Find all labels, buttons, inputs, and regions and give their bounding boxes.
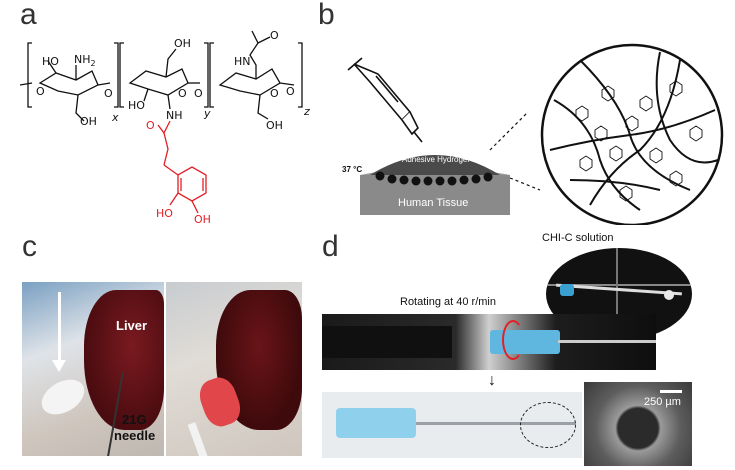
rotation-arrow-icon xyxy=(502,320,524,360)
polymer-network-zoom xyxy=(540,43,724,225)
down-arrow-icon: ↓ xyxy=(488,372,496,389)
rotating-needle-photo xyxy=(322,314,656,370)
link-o-label-1: O xyxy=(104,87,113,100)
chi-c-solution-label: CHI-C solution xyxy=(542,232,614,244)
tip-zoom-ellipse xyxy=(520,402,576,448)
sem-image: 250 µm xyxy=(584,382,692,466)
temperature-label: 37 °C xyxy=(342,165,362,174)
rotation-label: Rotating at 40 r/min xyxy=(400,296,496,308)
needle-label-line2: needle xyxy=(114,428,156,443)
liver-label: Liver xyxy=(116,318,148,333)
swab-stick xyxy=(187,422,213,456)
ho-label-1: HO xyxy=(42,55,59,68)
end-o-label: O xyxy=(286,85,295,98)
ring1-o-label: O xyxy=(36,85,45,98)
acetyl-o-label: O xyxy=(270,29,279,42)
liver-photo-left: Liver 21G needle xyxy=(22,282,164,456)
panel-c-letter: c xyxy=(22,230,37,263)
oh-label-1: OH xyxy=(80,115,97,128)
ho-label-2: HO xyxy=(128,99,145,112)
chitosan-catechol-structure: HO NH2 O O OH x OH O HO NH y O O HN O OH… xyxy=(19,29,310,226)
needle-photo xyxy=(322,392,582,458)
hydrogel-label: Adhesive Hydrogel xyxy=(402,155,469,164)
panel-b-letter: b xyxy=(318,0,335,31)
nh-label-2: NH xyxy=(166,109,183,122)
panel-d-letter: d xyxy=(322,230,339,263)
arrow-icon xyxy=(58,292,61,364)
solution-droplet xyxy=(664,290,674,300)
link-o-label-2: O xyxy=(194,87,203,100)
tissue-label: Human Tissue xyxy=(398,197,468,209)
hn-label-3: HN xyxy=(234,55,251,68)
liver-tissue-left xyxy=(84,290,164,430)
needle-label-line1: 21G xyxy=(122,412,147,427)
ring3-o-label: O xyxy=(270,87,279,100)
panel-a-letter: a xyxy=(20,0,37,31)
subscript-x: x xyxy=(111,111,119,124)
ring2-o-label: O xyxy=(178,87,187,100)
scale-label: 250 µm xyxy=(644,396,681,408)
carbonyl-o-label: O xyxy=(146,119,155,132)
oh-label-2: OH xyxy=(174,37,191,50)
human-tissue-block xyxy=(360,175,510,215)
adhesive-hydrogel-dome xyxy=(370,155,500,175)
scale-bar xyxy=(660,390,682,393)
subscript-z: z xyxy=(303,105,310,118)
needle-hub-blue xyxy=(490,330,560,354)
needle-hub xyxy=(336,408,416,438)
oh-label-3: OH xyxy=(266,119,283,132)
catechol-oh-label: OH xyxy=(194,213,211,226)
liver-photo-right xyxy=(166,282,302,456)
subscript-y: y xyxy=(203,107,211,120)
hydrogel-schematic: 37 °C Adhesive Hydrogel Human Tissue xyxy=(342,43,724,225)
catechol-ho-label: HO xyxy=(156,207,173,220)
cotton-swab-left xyxy=(35,372,91,422)
syringe-icon xyxy=(347,57,423,143)
nh2-label-1: NH2 xyxy=(74,53,96,68)
